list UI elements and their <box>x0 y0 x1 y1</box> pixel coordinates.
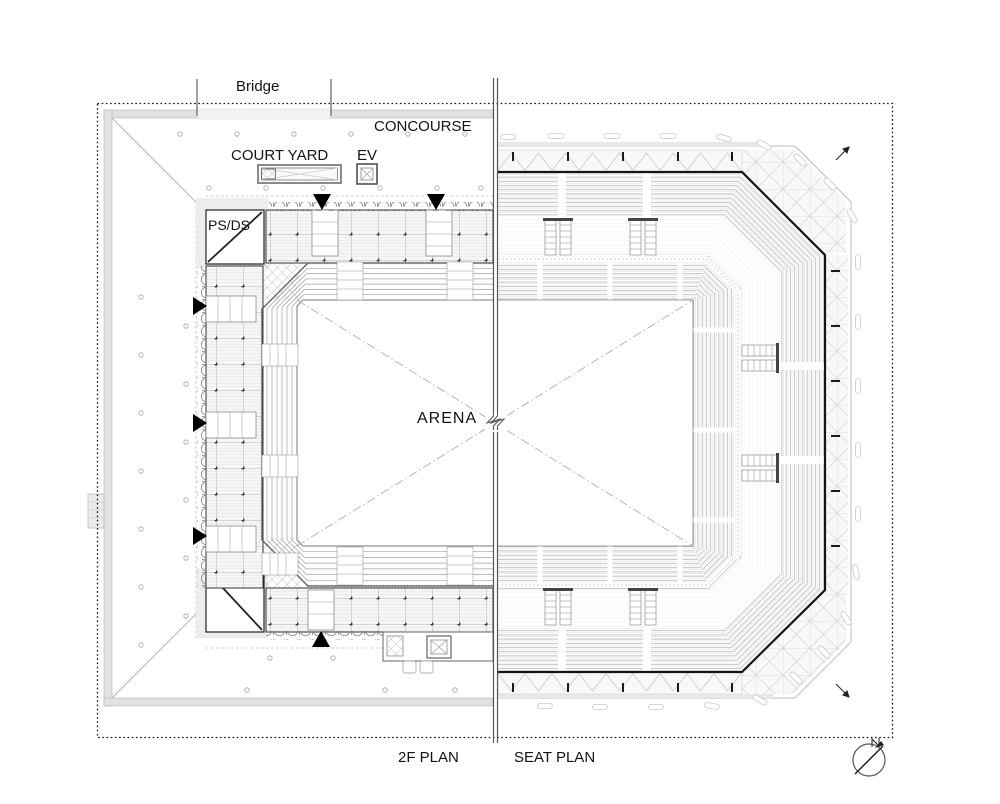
plan-title-2f: 2F PLAN <box>398 749 459 766</box>
truss-band-top <box>498 152 742 172</box>
structure-bands <box>205 209 493 633</box>
label-ps-ds: PS/DS <box>208 217 251 233</box>
plan-title-seat: SEAT PLAN <box>514 749 596 766</box>
entrance-triangle-north-2 <box>427 194 445 210</box>
court-yard-skylight <box>257 164 342 184</box>
entrance-triangle-west-3 <box>193 527 207 545</box>
south-extension <box>382 631 493 674</box>
bridge-opening <box>196 108 332 120</box>
entrance-triangle-north-1 <box>313 194 331 210</box>
label-arena: ARENA <box>417 410 478 427</box>
label-court-yard: COURT YARD <box>231 147 329 164</box>
entrance-triangle-west-1 <box>193 297 207 315</box>
west-dock <box>87 493 105 529</box>
elevator-shaft <box>356 163 378 185</box>
seating-tiers <box>498 172 825 672</box>
outer-walls <box>87 108 493 707</box>
truss-band-bottom <box>498 672 742 692</box>
label-concourse: CONCOURSE <box>374 118 472 135</box>
site-boundary-dotted <box>96 102 894 739</box>
seat-plan-right <box>498 132 861 711</box>
roof-hip-lines <box>111 117 207 699</box>
north-arrow-icon <box>852 737 886 777</box>
roof-grid-ne <box>742 150 846 253</box>
entrance-triangle-south <box>312 631 330 647</box>
corner-arrows <box>835 146 850 698</box>
entrance-triangle-west-2 <box>193 414 207 432</box>
bowl-outline <box>498 170 827 674</box>
label-ev: EV <box>357 147 378 164</box>
roof-grid-se <box>742 591 846 694</box>
bridge-ticks <box>196 79 332 116</box>
truss-band-east <box>826 255 848 591</box>
label-bridge: Bridge <box>236 78 280 95</box>
grid-ticks <box>512 152 840 692</box>
seating-bowl-rings <box>260 261 493 588</box>
roof-edge-strip-top <box>498 142 760 147</box>
section-split-line <box>485 78 506 743</box>
entrance-markers <box>193 194 445 647</box>
left-2f-plan <box>87 108 493 707</box>
roof-edge-strip-bottom <box>498 694 773 698</box>
facade-door-arcs <box>197 202 493 640</box>
